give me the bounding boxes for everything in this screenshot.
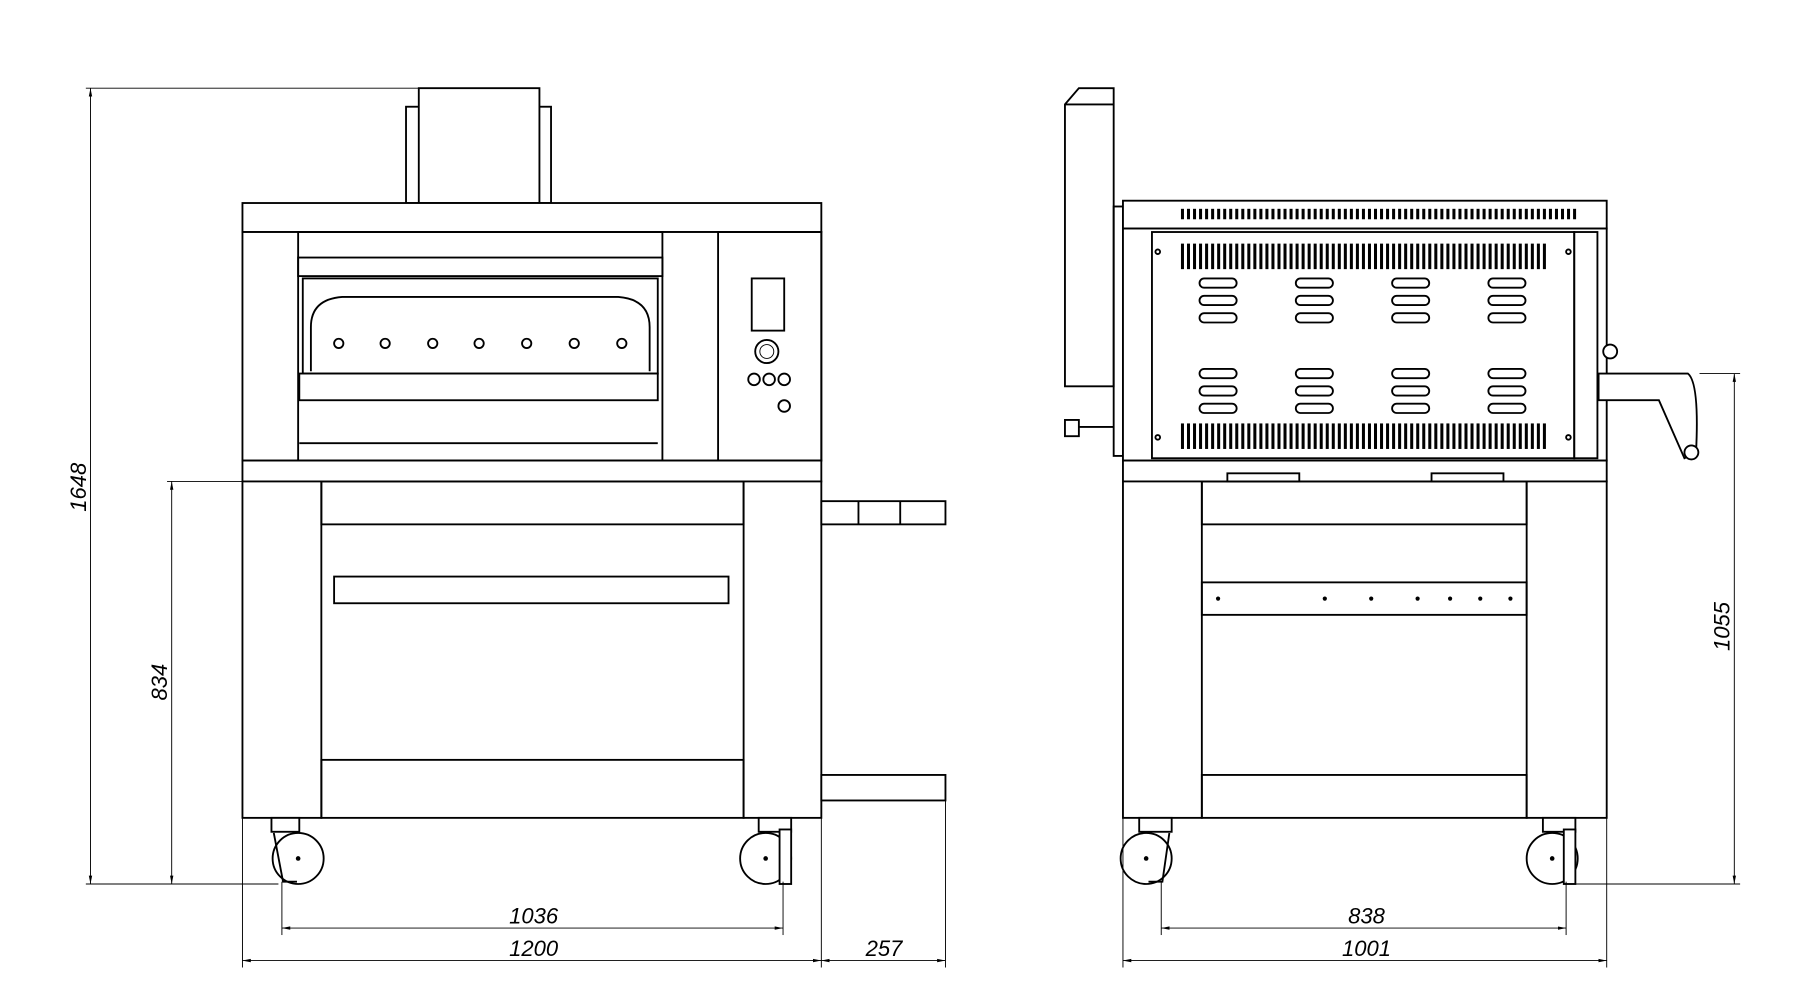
side-caster-right xyxy=(1525,816,1579,885)
button-icon xyxy=(777,399,791,413)
side-view xyxy=(1064,87,1700,885)
button-icon xyxy=(747,372,761,387)
side-right-leg xyxy=(1525,480,1608,819)
dimension-side-wheel-spacing: 838 xyxy=(1348,903,1386,928)
top-plate xyxy=(241,202,823,233)
top-vents xyxy=(1180,208,1577,220)
left-leg xyxy=(241,480,323,819)
dimension-total-width: 1200 xyxy=(509,936,559,961)
button-icon xyxy=(777,372,791,387)
side-left-leg xyxy=(1122,480,1203,819)
louvres xyxy=(1198,277,1527,414)
display-screen xyxy=(750,277,786,332)
side-dimensions: 838 1001 1055 xyxy=(1122,373,1741,968)
side-base-plate xyxy=(1122,459,1608,483)
dimension-wheel-spacing: 1036 xyxy=(509,903,559,928)
control-knob xyxy=(754,338,780,365)
door-handle-arm xyxy=(1597,372,1698,460)
side-vents xyxy=(1180,243,1546,449)
side-rail xyxy=(1200,581,1528,616)
burner-holes xyxy=(333,337,628,349)
side-tray-bottom xyxy=(820,774,947,802)
front-view xyxy=(241,87,947,885)
side-caster-left xyxy=(1119,816,1173,885)
power-plug-icon xyxy=(1064,419,1114,438)
open-door xyxy=(1064,87,1115,388)
oven-body xyxy=(241,231,823,462)
side-tray-top xyxy=(820,500,947,526)
right-leg xyxy=(742,480,823,819)
front-dimensions: 1648 834 1036 1200 257 xyxy=(66,87,946,968)
side-knob xyxy=(1602,343,1619,360)
dimension-total-depth: 1001 xyxy=(1342,936,1391,961)
caster-wheel-left xyxy=(270,816,325,885)
oven-arch xyxy=(309,296,651,372)
dimension-total-height: 1648 xyxy=(66,462,91,512)
base-plate xyxy=(241,459,823,483)
dimension-stand-height: 834 xyxy=(147,664,172,701)
door-rail xyxy=(298,372,659,402)
chimney xyxy=(417,87,541,204)
caster-wheel-right xyxy=(739,816,793,885)
dimension-tray-depth: 257 xyxy=(865,936,904,961)
button-icon xyxy=(762,372,776,387)
dimension-handle-height: 1055 xyxy=(1710,601,1735,651)
cabinet-handle xyxy=(333,575,730,605)
